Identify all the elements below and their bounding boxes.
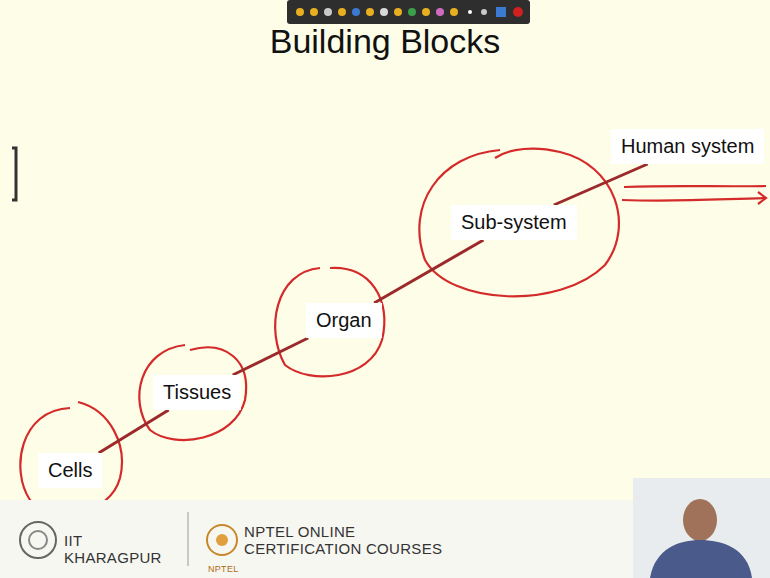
stage-box: Cells <box>38 453 102 488</box>
speaker-video <box>633 478 770 578</box>
footer-text: NPTEL <box>208 564 248 574</box>
stage-box: Organ <box>306 303 382 338</box>
annotation-circles <box>20 149 619 514</box>
iit-logo <box>20 522 56 558</box>
footer-text: NPTEL ONLINE CERTIFICATION COURSES <box>244 523 444 557</box>
stage-box: Human system <box>611 129 764 164</box>
footer-text: IIT KHARAGPUR <box>64 532 184 566</box>
box-label: Sub-system <box>461 211 567 234</box>
box-label: Tissues <box>163 381 231 404</box>
footer-divider <box>188 512 189 566</box>
connector-line <box>374 240 483 303</box>
connector-line <box>554 164 648 205</box>
toolbar-icons <box>296 7 523 17</box>
stage-box: Tissues <box>153 375 241 410</box>
stage-box: Sub-system <box>451 205 577 240</box>
connector-line <box>99 410 169 453</box>
connector-line <box>233 338 308 375</box>
annotation-lines <box>622 186 766 204</box>
toolbar <box>287 0 530 24</box>
box-label: Human system <box>621 135 754 158</box>
side-mark <box>12 148 16 200</box>
slide-title: Building Blocks <box>0 22 770 61</box>
nptel-logo <box>207 525 237 555</box>
box-label: Cells <box>48 459 92 482</box>
box-label: Organ <box>316 309 372 332</box>
